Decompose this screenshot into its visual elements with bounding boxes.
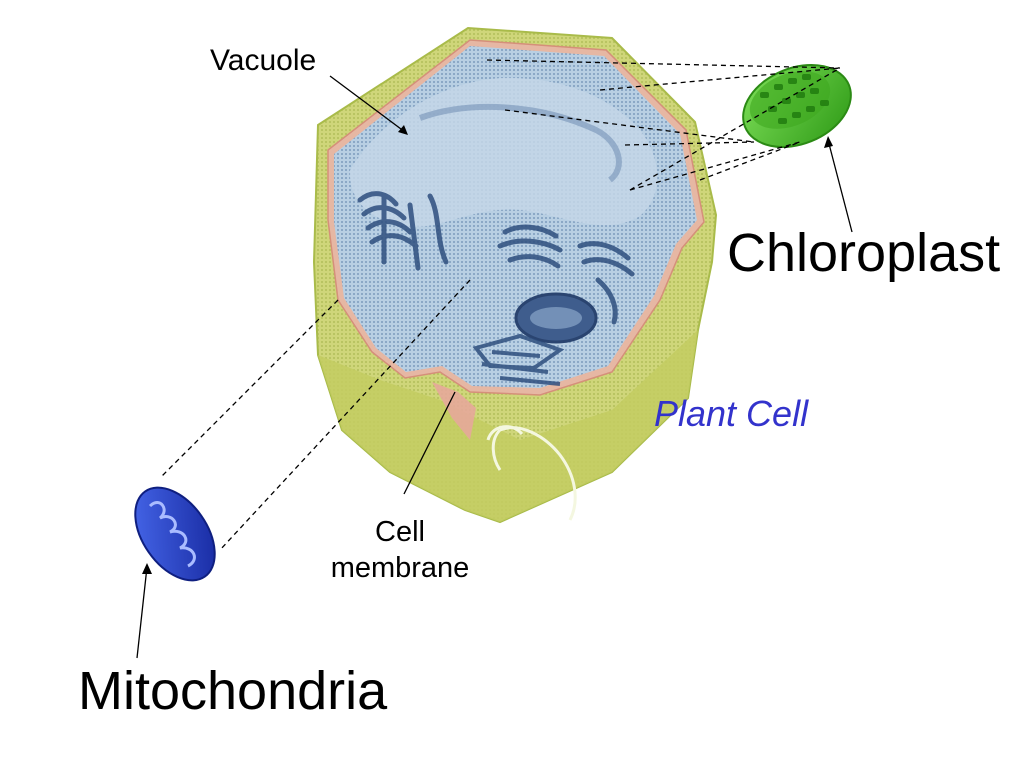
pointer-arrows xyxy=(136,75,853,659)
membrane-notch xyxy=(432,382,476,440)
arrowheads xyxy=(142,125,833,574)
vacuole-label: Vacuole xyxy=(210,44,317,77)
wall-fold xyxy=(491,426,577,521)
mitochondria-body xyxy=(134,486,216,582)
chloroplast-label: Chloroplast xyxy=(727,223,1001,283)
thylakoid-stacks xyxy=(760,74,829,124)
nucleolus xyxy=(530,307,582,329)
wall-fold-outline xyxy=(486,425,524,441)
organelle-cluster xyxy=(472,333,565,386)
golgi-apparatus xyxy=(497,224,635,325)
vacuole-fold xyxy=(418,103,622,183)
mitochondria-label: Mitochondria xyxy=(78,661,388,721)
leader-lines xyxy=(161,59,841,551)
cell-membrane-label: Cell membrane xyxy=(312,514,488,587)
plant-cell-label: Plant Cell xyxy=(654,393,809,434)
cell-wall-front-face xyxy=(318,330,698,522)
cell-membrane-label-line2: membrane xyxy=(330,552,470,585)
cell-membrane-label-line1: Cell xyxy=(375,516,425,548)
endoplasmic-reticulum xyxy=(357,191,449,271)
mitochondria-cristae xyxy=(148,501,196,568)
plant-cell xyxy=(312,26,718,524)
mitochondria xyxy=(134,486,216,582)
